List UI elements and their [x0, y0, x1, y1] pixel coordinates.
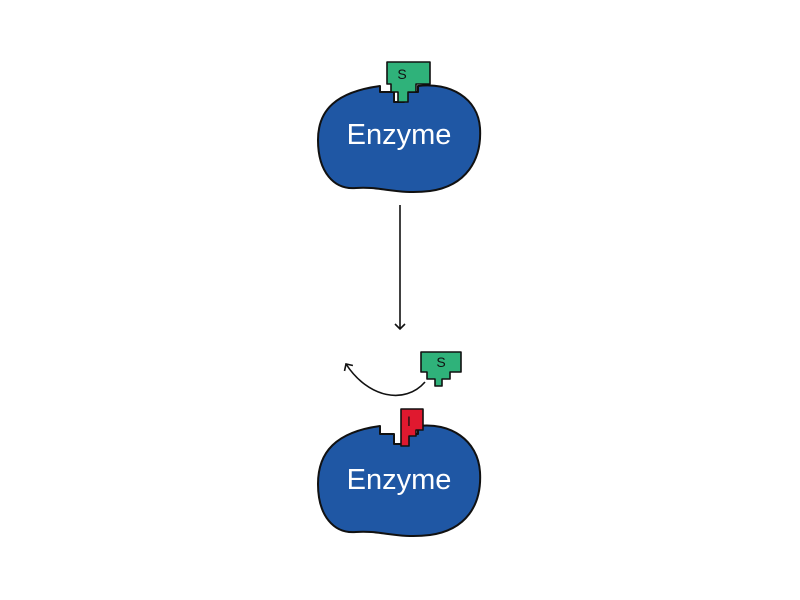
substrate-bound-label: S — [397, 66, 406, 82]
substrate-displaced-shape — [420, 351, 462, 387]
enzyme-bottom-label: Enzyme — [347, 464, 452, 496]
substrate-displaced: S — [420, 351, 462, 387]
substrate-displaced-label: S — [436, 354, 445, 370]
enzyme-bottom-body — [317, 424, 482, 538]
substrate-bound: S — [386, 61, 431, 103]
enzyme-inhibitor-complex: I Enzyme — [317, 408, 482, 538]
inhibitor-bound-shape — [400, 408, 424, 447]
inhibitor-bound-label: I — [407, 413, 411, 429]
inhibitor-bound: I — [400, 408, 424, 447]
displacement-arrow — [343, 363, 426, 397]
enzyme-substrate-complex: S Enzyme — [317, 61, 482, 194]
substrate-bound-shape — [386, 61, 431, 103]
enzyme-top-body — [317, 84, 482, 194]
enzyme-top-label: Enzyme — [347, 119, 452, 151]
substrate-displaced-group: S — [343, 351, 462, 397]
